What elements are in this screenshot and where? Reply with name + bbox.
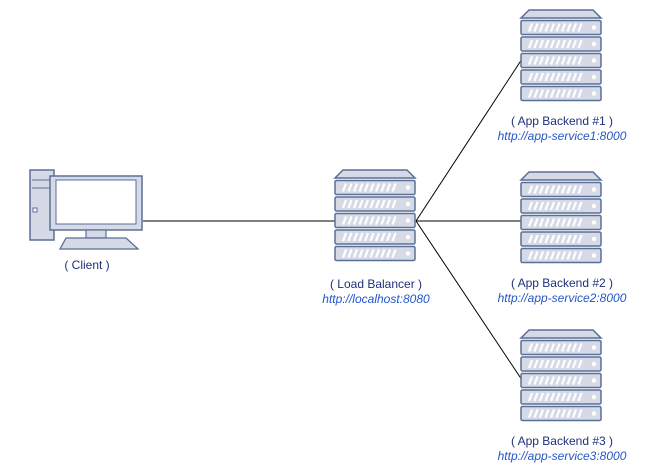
backend2-label: ( App Backend #2 ) http://app-service2:8… xyxy=(472,276,652,306)
client-name: ( Client ) xyxy=(64,258,110,272)
backend1-label: ( App Backend #1 ) http://app-service1:8… xyxy=(472,114,652,144)
backend2-name: ( App Backend #2 ) xyxy=(510,276,614,290)
node-icons xyxy=(29,9,603,422)
backend1-server-icon xyxy=(519,9,603,102)
client-label: ( Client ) xyxy=(0,258,177,273)
backend1-name: ( App Backend #1 ) xyxy=(510,114,614,128)
backend3-server-icon xyxy=(519,329,603,422)
backend2-url: http://app-service2:8000 xyxy=(497,291,627,305)
backend3-name: ( App Backend #3 ) xyxy=(510,434,614,448)
edge-load_balancer-to-backend1 xyxy=(415,58,523,222)
edge-load_balancer-to-backend3 xyxy=(415,220,523,381)
load-balancer-server-icon xyxy=(333,169,417,262)
backend1-url: http://app-service1:8000 xyxy=(497,129,627,143)
backend2-server-icon xyxy=(519,171,603,264)
backend3-label: ( App Backend #3 ) http://app-service3:8… xyxy=(472,434,652,464)
connections xyxy=(143,58,523,381)
backend3-url: http://app-service3:8000 xyxy=(497,449,627,463)
desktop-computer-icon xyxy=(29,169,143,250)
load-balancer-name: ( Load Balancer ) xyxy=(329,277,423,291)
load-balancer-label: ( Load Balancer ) http://localhost:8080 xyxy=(286,277,466,307)
load-balancer-url: http://localhost:8080 xyxy=(322,292,430,306)
